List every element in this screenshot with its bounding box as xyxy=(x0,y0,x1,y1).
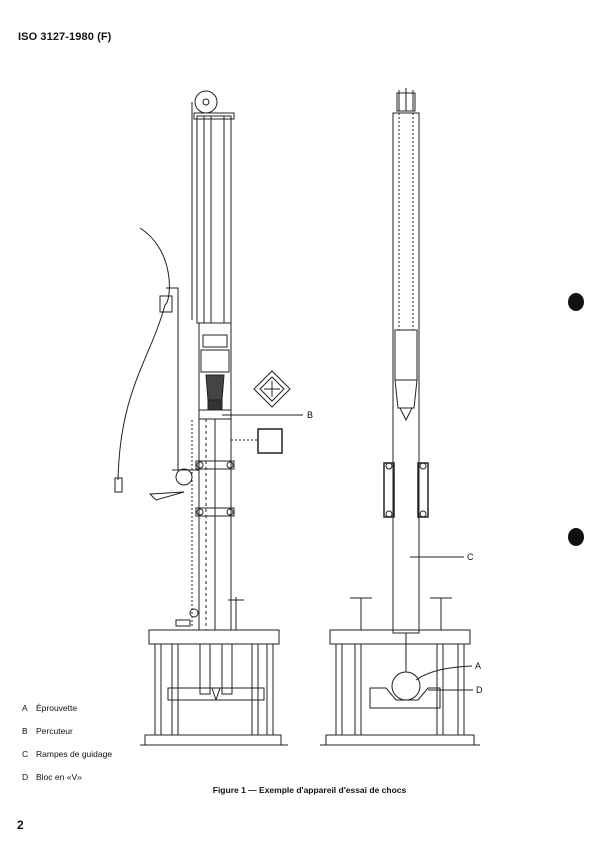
legend-key: D xyxy=(22,772,29,782)
base-frame-right xyxy=(320,629,480,746)
figure-legend: A Éprouvette B Percuteur C Rampes de guidag… xyxy=(22,697,112,789)
legend-key: A xyxy=(22,703,28,713)
callout-a-label: A xyxy=(475,661,481,671)
handwheel-left xyxy=(175,597,244,630)
striker-detail-diamond xyxy=(253,370,291,408)
specimen-v-block xyxy=(369,633,441,709)
callout-a-leader xyxy=(415,665,473,681)
column-clamps-right xyxy=(383,462,429,518)
legend-text: Éprouvette xyxy=(36,703,78,713)
legend-text: Bloc en «V» xyxy=(36,772,82,782)
striker-detail-square xyxy=(231,428,283,454)
figure-caption: Figure 1 — Exemple d'appareil d'essai de… xyxy=(212,785,407,795)
callout-d-label: D xyxy=(476,685,483,695)
striker-carriage-right xyxy=(394,329,418,422)
scan-blot-bottom xyxy=(568,528,584,546)
legend-item: C Rampes de guidage xyxy=(22,743,112,766)
legend-key: B xyxy=(22,726,28,736)
page-number: 2 xyxy=(17,818,24,832)
lower-column-left xyxy=(198,419,232,630)
page-header: ISO 3127-1980 (F) xyxy=(18,31,112,43)
legend-item: D Bloc en «V» xyxy=(22,766,112,789)
base-frame-left xyxy=(140,629,288,746)
handwheels-right xyxy=(350,597,452,630)
callout-b-label: B xyxy=(307,410,313,420)
legend-text: Rampes de guidage xyxy=(36,749,113,759)
top-pulley-left xyxy=(191,90,218,320)
guide-column-left xyxy=(193,112,235,324)
release-cable-left xyxy=(114,227,199,501)
callout-c-label: C xyxy=(467,552,474,562)
scan-blot-top xyxy=(568,293,584,311)
striker-carriage-left xyxy=(198,322,232,420)
legend-text: Percuteur xyxy=(36,726,73,736)
guide-column-right xyxy=(392,112,420,634)
legend-key: C xyxy=(22,749,29,759)
top-bracket-right xyxy=(396,88,416,112)
legend-item: B Percuteur xyxy=(22,720,112,743)
column-clamps-left xyxy=(195,460,235,517)
legend-item: A Éprouvette xyxy=(22,697,112,720)
